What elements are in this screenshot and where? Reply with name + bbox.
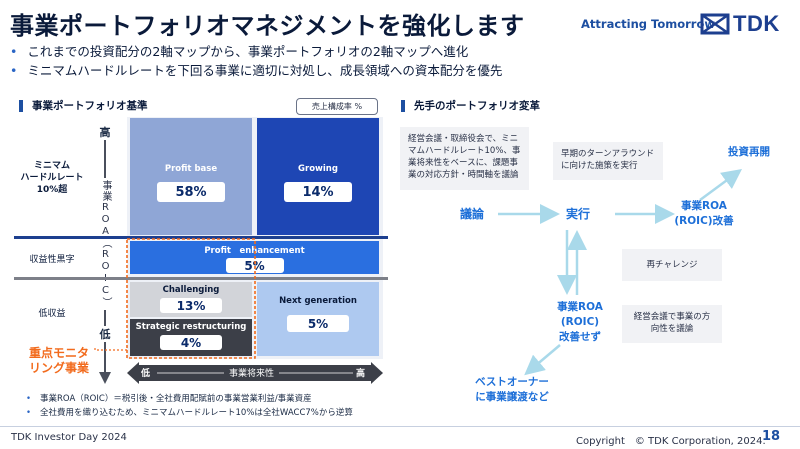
y-axis-high: 高 (97, 124, 113, 140)
cell-challenging: Challenging 13% (130, 282, 252, 317)
brand-tagline: Attracting Tomorrow (581, 17, 715, 31)
note-turnaround: 早期のターンアラウンドに向けた施策を実行 (553, 142, 663, 180)
section-title-text: 先手のポートフォリオ変革 (414, 100, 540, 112)
page-title: 事業ポートフォリオマネジメントを強化します (10, 12, 525, 40)
cell-strategic-name: Strategic restructuring (135, 322, 247, 332)
tdk-emblem-icon (700, 13, 730, 35)
x-axis-high: 高 (356, 369, 366, 379)
cell-profit-base-pct: 58% (157, 182, 225, 202)
note-meeting: 経営会議・取締役会で、ミニマムハードルレート10%、事業将来性をベースに、課題事… (400, 127, 529, 190)
cell-profit-enhancement-name: Profit enhancement (204, 246, 305, 256)
node-best-owner: ベストオーナー に事業譲渡など (475, 376, 549, 403)
cell-challenging-pct: 13% (160, 298, 222, 313)
flow-arrows (498, 169, 743, 376)
x-axis-low: 低 (141, 369, 151, 379)
tdk-logo: TDK (700, 9, 780, 39)
section-marker (19, 99, 23, 112)
cell-profit-base-name: Profit base (164, 164, 218, 174)
section-title-left: 事業ポートフォリオ基準 (19, 98, 148, 113)
hurdle-divider (14, 236, 388, 239)
focus-outline (94, 238, 256, 359)
cell-strategic-restructuring: Strategic restructuring 4% (130, 319, 252, 356)
x-axis-label: 事業将来性 (224, 366, 280, 379)
section-title-right: 先手のポートフォリオ変革 (401, 98, 540, 113)
focus-monitoring-label: 重点モニタ リング事業 (29, 346, 89, 376)
row-label-low-profit: 低収益 (38, 309, 66, 319)
y-axis-low: 低 (97, 326, 113, 342)
cell-profit-enhancement-pct: 5% (225, 258, 284, 273)
intro-bullets: これまでの投資配分の2軸マップから、事業ポートフォリオの2軸マップへ進化 ミニマ… (10, 42, 502, 80)
footer-copyright: Copyright © TDK Corporation, 2024. (576, 436, 766, 447)
footnote-item: 事業ROA（ROIC）＝税引後・全社費用配賦前の事業営業利益/事業資産 (26, 392, 353, 406)
focus-monitoring-text: 重点モニタ リング事業 (29, 346, 90, 375)
node-execution: 実行 (566, 207, 591, 221)
node-discussion: 議論 (460, 207, 485, 221)
footnotes: 事業ROA（ROIC）＝税引後・全社費用配賦前の事業営業利益/事業資産 全社費用… (26, 392, 353, 420)
profit-divider (14, 277, 388, 280)
row-label-hurdle: ミニマム ハードルレート 10%超 (14, 160, 90, 196)
cell-next-generation: Next generation 5% (257, 282, 379, 356)
node-roa-improved: 事業ROA (ROIC)改善 (674, 200, 734, 227)
cell-growing-name: Growing (298, 164, 338, 174)
cell-strategic-pct: 4% (160, 335, 222, 350)
bullet-item: ミニマムハードルレートを下回る事業に適切に対処し、成長領域への資本配分を優先 (10, 61, 502, 80)
footnote-item: 全社費用を織り込むため、ミニマムハードルレート10%は全社WACC7%から逆算 (26, 406, 353, 420)
note-retry: 再チャレンジ (622, 249, 722, 281)
unit-label: 売上構成率 % (296, 98, 378, 115)
note-direction: 経営会議で事業の方向性を議論 (622, 305, 722, 343)
cell-challenging-name: Challenging (162, 285, 220, 295)
cell-growing: Growing 14% (257, 118, 379, 235)
row-label-profitable: 収益性黒字 (29, 255, 75, 265)
section-title-text: 事業ポートフォリオ基準 (32, 100, 148, 112)
bullet-item: これまでの投資配分の2軸マップから、事業ポートフォリオの2軸マップへ進化 (10, 42, 502, 61)
node-roa-not-improved: 事業ROA (ROIC) 改善せず (557, 301, 603, 343)
node-reinvest: 投資再開 (728, 146, 770, 158)
footer-divider (0, 426, 800, 427)
cell-growing-pct: 14% (284, 182, 352, 202)
cell-next-gen-pct: 5% (287, 315, 349, 332)
page-number: 18 (762, 429, 781, 444)
cell-profit-base: Profit base 58% (130, 118, 252, 235)
logo-text: TDK (733, 11, 780, 36)
section-marker (401, 99, 405, 112)
footer-event: TDK Investor Day 2024 (11, 432, 127, 443)
row-label-hurdle-text: ミニマム ハードルレート 10%超 (20, 161, 84, 195)
cell-next-gen-name: Next generation (279, 296, 357, 306)
